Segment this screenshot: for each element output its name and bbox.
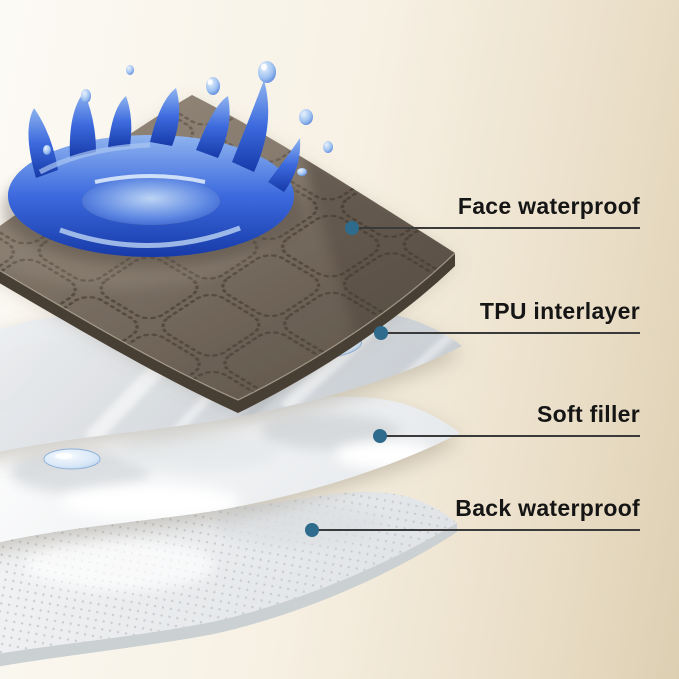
- label-tpu-interlayer: TPU interlayer: [479, 298, 640, 324]
- callout-back-waterproof: Back waterproof: [305, 494, 640, 537]
- splash-crown-spikes: [28, 80, 301, 192]
- label-face-waterproof: Face waterproof: [457, 193, 640, 219]
- callout-face-waterproof: Face waterproof: [345, 192, 640, 235]
- water-splash: [2, 61, 333, 266]
- leader-dot-face: [345, 221, 359, 235]
- leader-dot-tpu: [374, 326, 388, 340]
- label-soft-filler: Soft filler: [537, 401, 640, 427]
- back-layer-edge: [0, 523, 457, 667]
- callout-soft-filler: Soft filler: [373, 400, 640, 443]
- soft-filler-texture: [10, 414, 435, 520]
- leader-dot-back: [305, 523, 319, 537]
- label-back-waterproof: Back waterproof: [455, 495, 640, 521]
- leader-dot-soft: [373, 429, 387, 443]
- splash-droplets: [43, 61, 333, 176]
- callout-tpu-interlayer: TPU interlayer: [374, 297, 640, 340]
- face-layer-edge: [0, 253, 455, 413]
- face-edge-highlight: [0, 252, 456, 401]
- back-waterproof-layer: [0, 491, 457, 667]
